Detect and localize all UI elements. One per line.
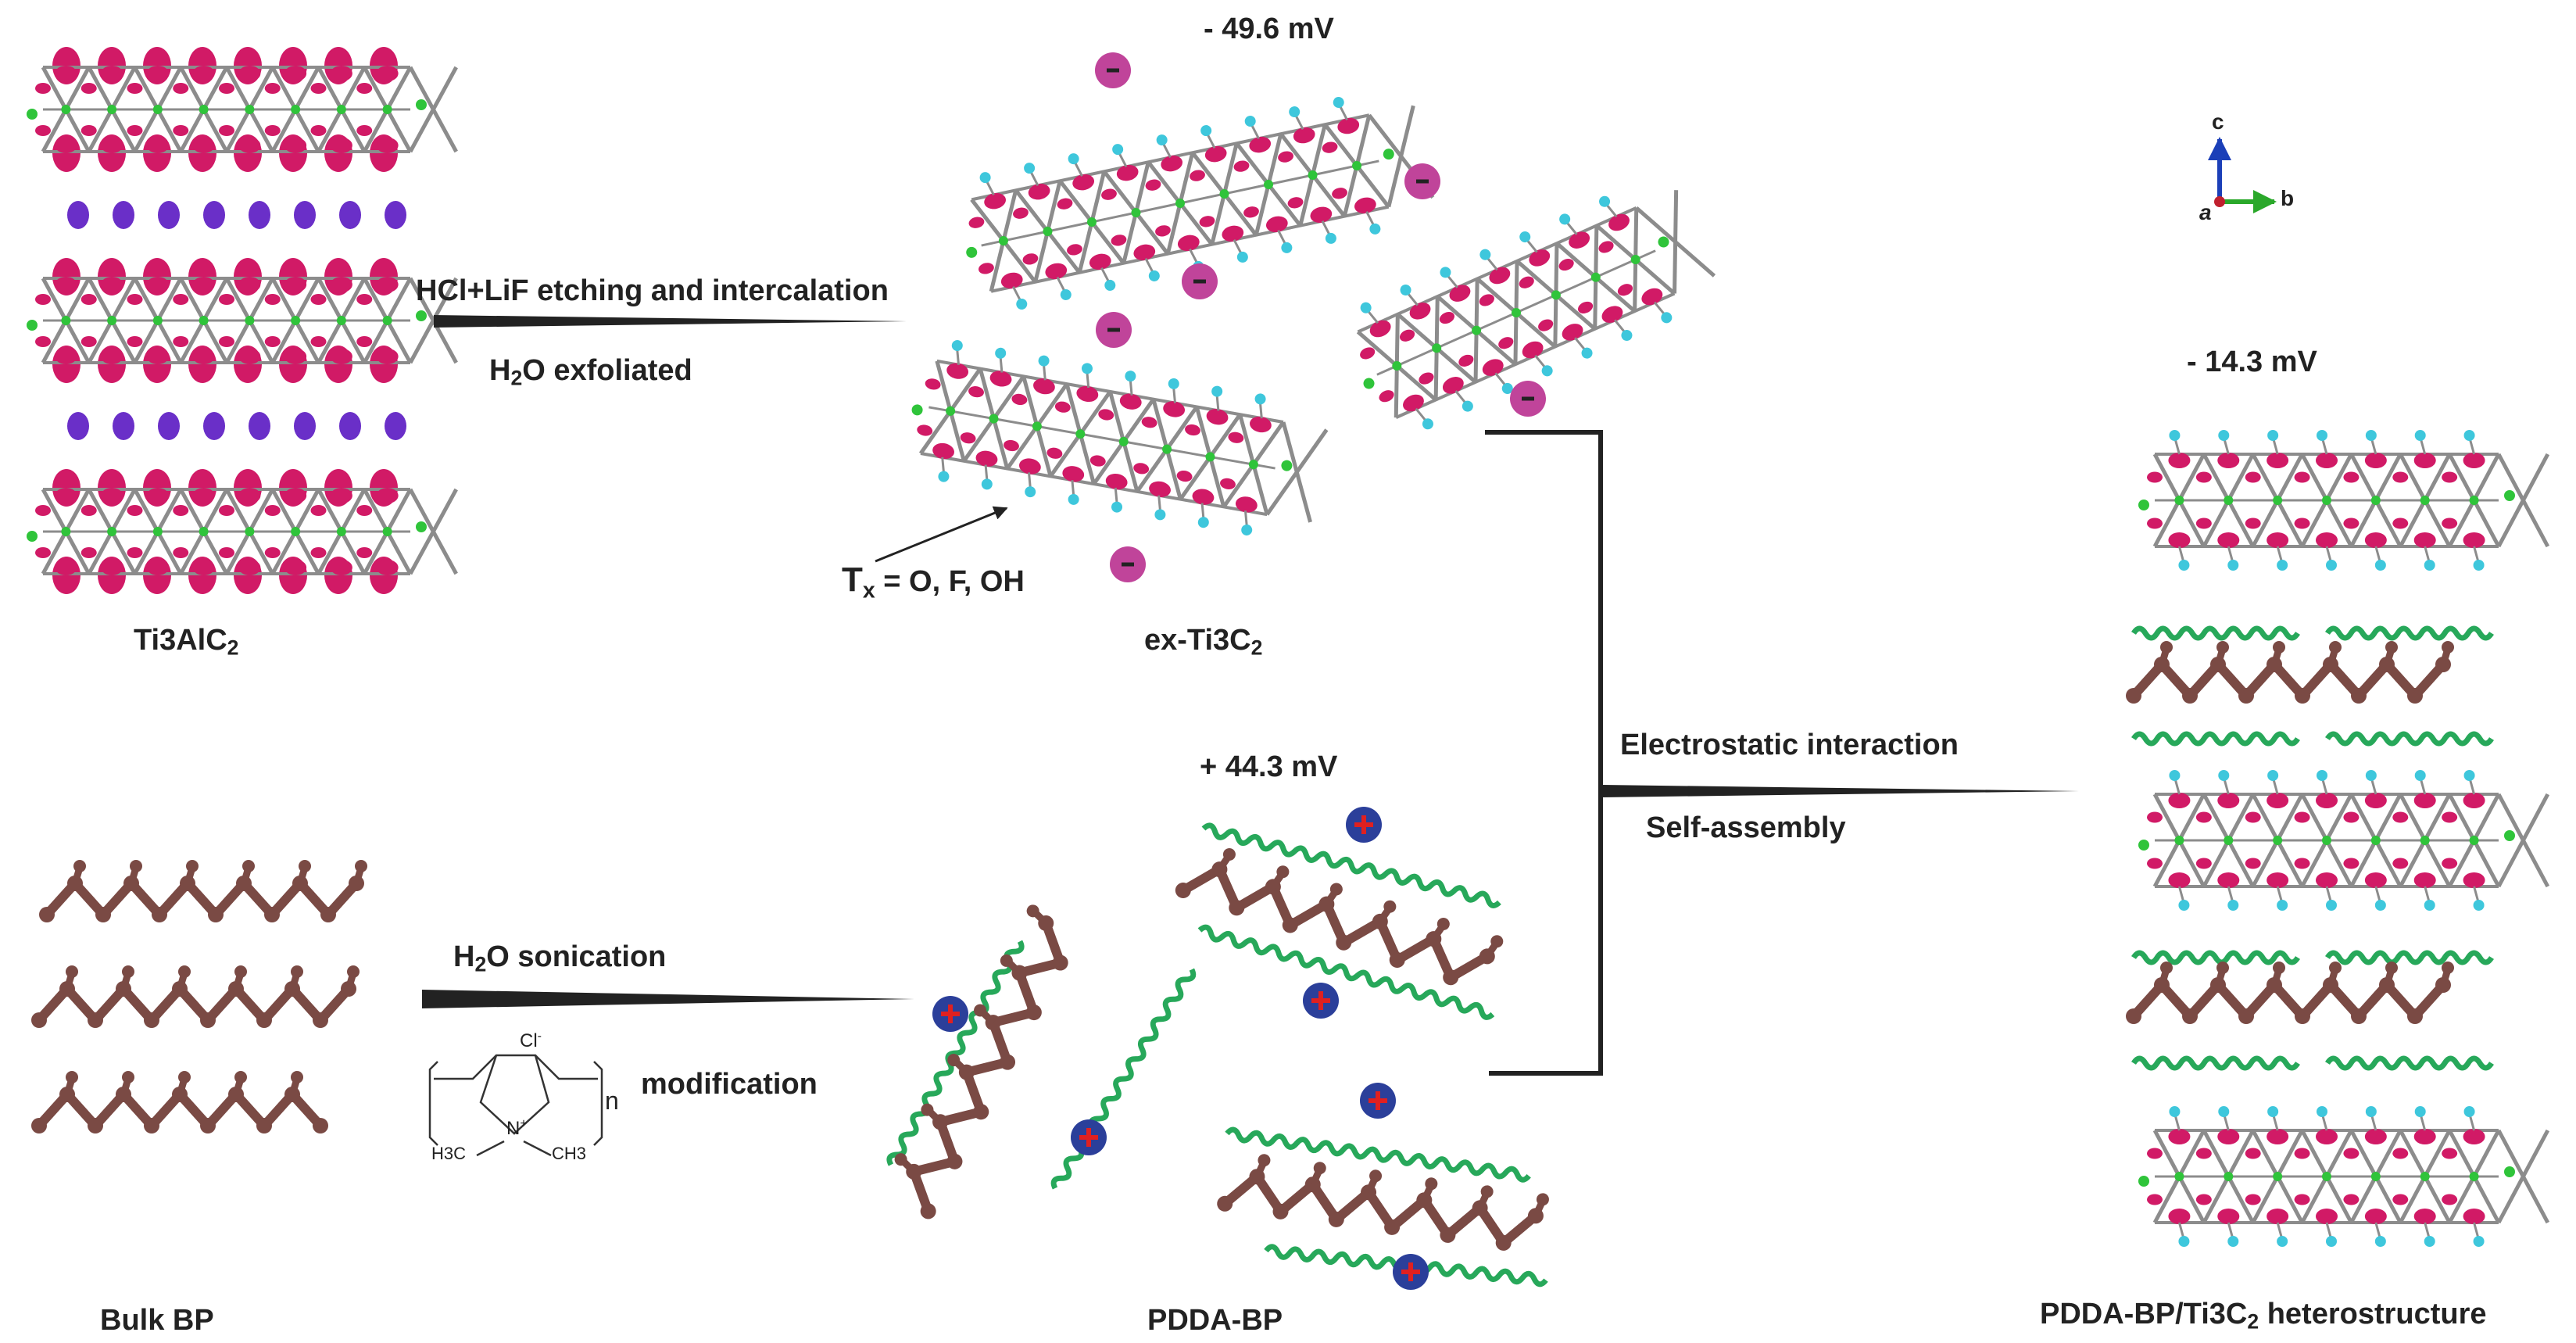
stack-pdda-chain: [2131, 1055, 2300, 1071]
modification-label: modification: [641, 1068, 818, 1101]
stack-pdda-chain: [2131, 731, 2300, 747]
tx-pointer: [875, 506, 1008, 563]
positive-charge: [1071, 1119, 1107, 1155]
bulk-bp-label: Bulk BP: [100, 1304, 214, 1337]
bulk-bp-chain: [39, 860, 367, 922]
positive-charge: [932, 996, 968, 1032]
stack-pdda-chain: [2325, 731, 2494, 747]
pdda-bp-chain: [1217, 1154, 1549, 1251]
pdda-chain: [1201, 822, 1501, 908]
tx-label: Tx = O, F, OH: [842, 560, 1025, 603]
pdda-bp-chain: [894, 904, 1068, 1219]
positive-charge: [1393, 1254, 1429, 1290]
axis-c-label: c: [2212, 109, 2224, 134]
pdda-repeat: n: [605, 1087, 619, 1115]
ex-ti3c2-label: ex-Ti3C2: [1144, 624, 1263, 660]
pdda-nitrogen: N+: [506, 1117, 528, 1139]
stack-pdda-chain: [2325, 1055, 2494, 1071]
pdda-chain: [886, 940, 1025, 1166]
self-assembly-label: Self-assembly: [1646, 811, 1846, 844]
stack-bp-chain: [2126, 962, 2454, 1024]
stack-pdda-chain: [2325, 625, 2494, 641]
positive-charge: [1346, 807, 1382, 843]
stack-ti3c2-layer: [2138, 770, 2550, 911]
pdda-methyl-right: CH3: [552, 1144, 587, 1163]
zeta-ex-ti3c2: - 49.6 mV: [1204, 13, 1334, 45]
ti3alc2-slab: [27, 66, 458, 153]
pdda-methyl-left: H3C: [431, 1144, 467, 1163]
sonication-label: H2O sonication: [453, 940, 667, 976]
pdda-chain: [1050, 968, 1197, 1190]
pdda-counterion: Cl-: [520, 1030, 542, 1051]
positive-charge: [1303, 983, 1339, 1019]
structures-group: [27, 47, 2550, 1290]
stack-ti3c2-layer: [2138, 430, 2550, 571]
etching-arrow: [434, 315, 907, 328]
pdda-bp-chain: [1175, 848, 1504, 986]
bulk-bp-chain: [31, 1071, 328, 1133]
pdda-structure: [428, 1054, 603, 1157]
pdda-bp-label: PDDA-BP: [1147, 1304, 1283, 1337]
bulk-bp-chain: [31, 965, 360, 1028]
ex-ti3c2-flake-1: [966, 97, 1435, 310]
zeta-pdda-bp: + 44.3 mV: [1200, 750, 1338, 783]
negative-charge: [1110, 546, 1146, 582]
positive-charge: [1360, 1083, 1396, 1119]
sonication-arrow: [422, 990, 914, 1008]
pdda-chain: [1197, 924, 1495, 1020]
stack-pdda-chain: [2131, 950, 2300, 965]
ti3alc2-label: Ti3AlC2: [134, 624, 239, 660]
heterostructure-label: PDDA-BP/Ti3C2 heterostructure: [2040, 1298, 2487, 1334]
exfoliated-label: H2O exfoliated: [489, 354, 692, 390]
assembly-arrow: [1602, 785, 2079, 797]
pdda-chain: [1225, 1126, 1531, 1183]
stack-bp-chain: [2126, 641, 2454, 704]
ti3alc2-slab: [27, 488, 458, 575]
electrostatic-label: Electrostatic interaction: [1620, 729, 1959, 761]
negative-charge: [1096, 312, 1132, 348]
merge-bracket: [1485, 430, 1603, 1076]
ti3alc2-slab: [27, 277, 458, 364]
zeta-product: - 14.3 mV: [2187, 346, 2317, 378]
negative-charge: [1404, 163, 1440, 199]
negative-charge: [1095, 52, 1131, 88]
axis-triad: [2208, 137, 2277, 213]
axis-b-label: b: [2281, 186, 2295, 210]
etching-label: HCl+LiF etching and intercalation: [416, 274, 889, 307]
axis-a-label: a: [2199, 200, 2212, 224]
stack-pdda-chain: [2131, 625, 2300, 641]
negative-charge: [1182, 263, 1218, 299]
negative-charge: [1510, 381, 1546, 417]
stack-ti3c2-layer: [2138, 1106, 2550, 1247]
ex-ti3c2-flake-2: [911, 340, 1329, 535]
stack-pdda-chain: [2325, 950, 2494, 965]
ex-ti3c2-flake-3: [1356, 190, 1716, 430]
